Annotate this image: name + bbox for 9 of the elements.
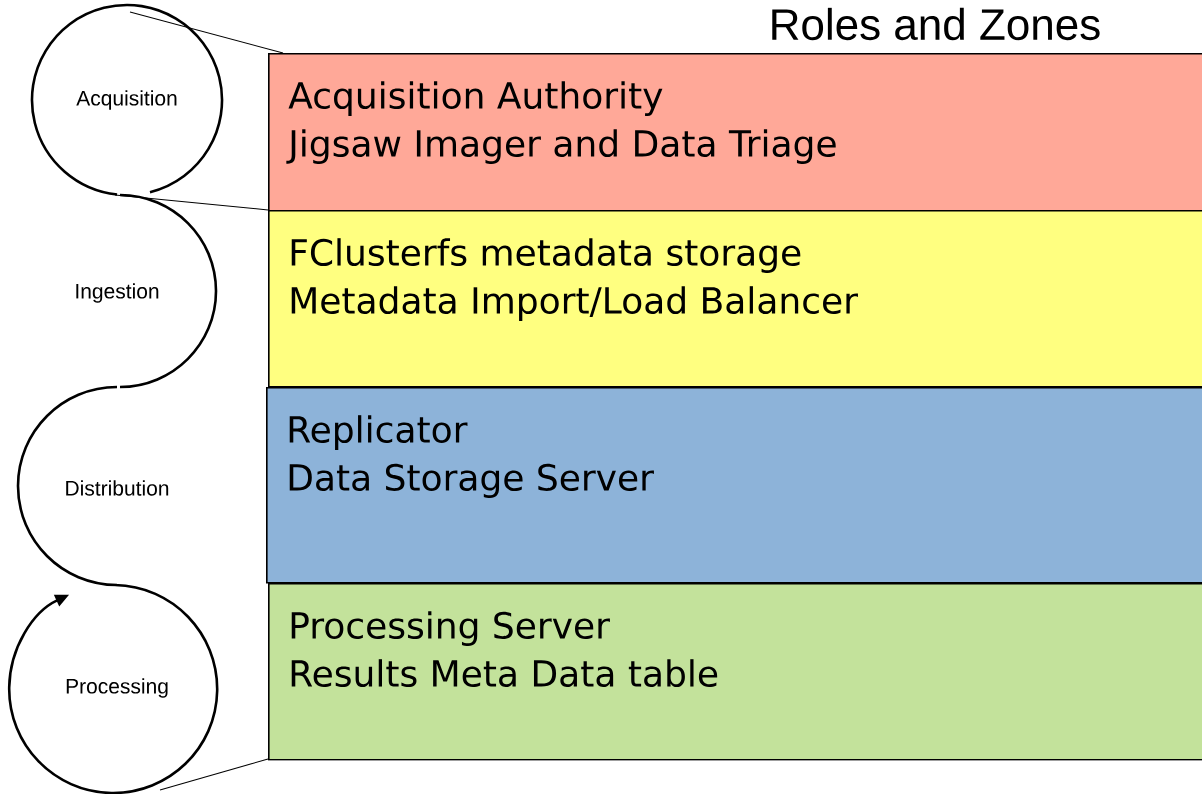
stage-label: Distribution — [66, 480, 169, 496]
zone-box: Replicator Data Storage Server — [266, 387, 1202, 584]
stage-label: Processing — [66, 678, 168, 698]
stage-label: Acquisition — [76, 90, 177, 110]
zone-box: Acquisition Authority Jigsaw Imager and Data Triage — [268, 53, 1202, 212]
zone-box: FClusterfs metadata storage Metadata Import/Load Balancer — [268, 210, 1202, 388]
title: Roles and Zones — [772, 7, 1100, 41]
zone-box: Processing Server Results Meta Data table — [268, 583, 1202, 761]
stage-label: Ingestion — [76, 283, 159, 303]
